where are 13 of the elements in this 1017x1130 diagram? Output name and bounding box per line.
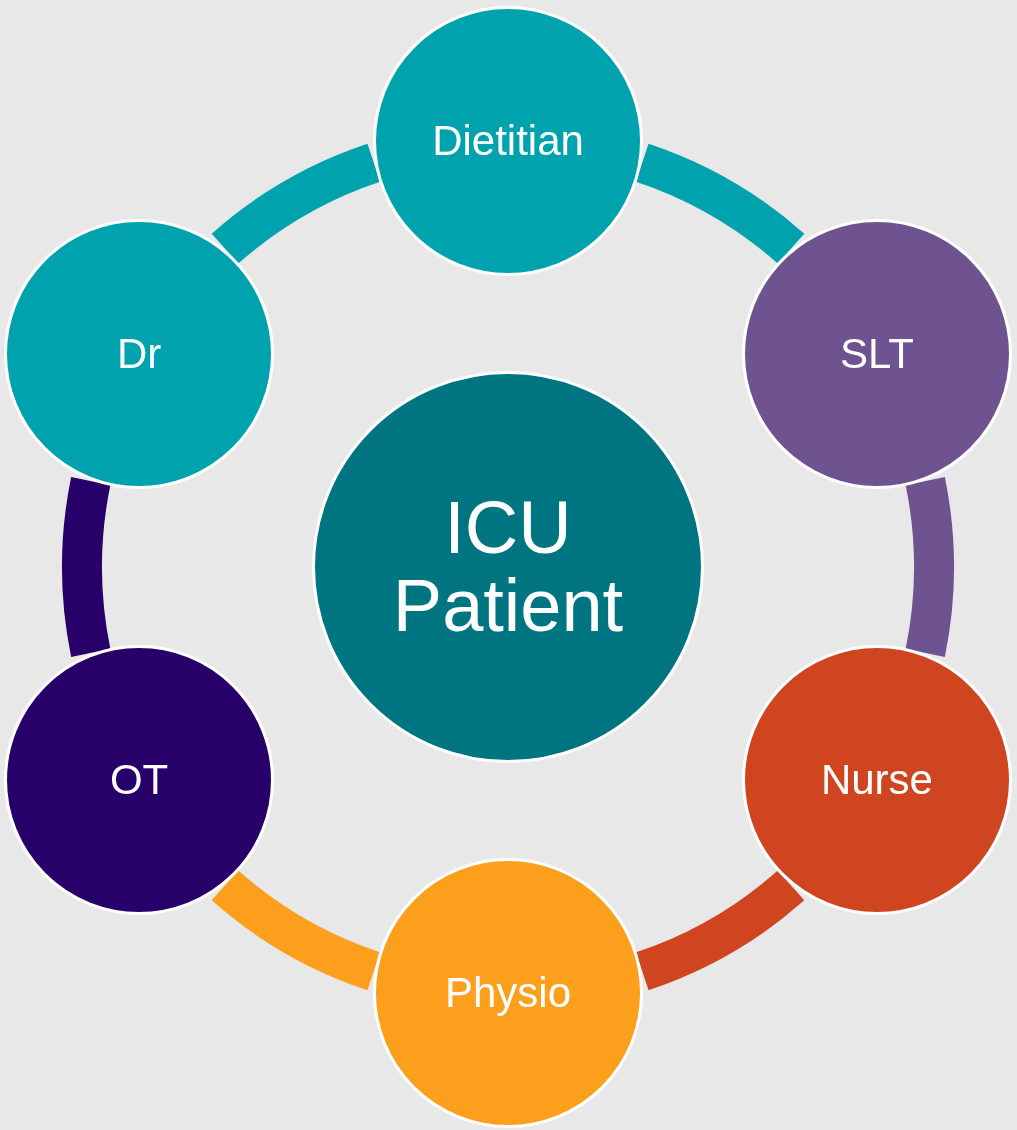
role-label: Nurse <box>820 757 933 803</box>
connector-arc <box>212 144 381 265</box>
connector-arc <box>635 144 804 265</box>
connector-arc <box>212 869 381 990</box>
patient-label: ICU Patient <box>391 489 625 645</box>
connector-arc <box>635 869 804 990</box>
role-label: Physio <box>444 970 572 1016</box>
connector-arc <box>62 478 111 656</box>
role-label: OT <box>109 757 169 803</box>
role-label: Dietitian <box>432 118 584 164</box>
connector-arc <box>905 478 954 656</box>
role-label: SLT <box>839 331 914 377</box>
role-label: Dr <box>116 331 162 377</box>
